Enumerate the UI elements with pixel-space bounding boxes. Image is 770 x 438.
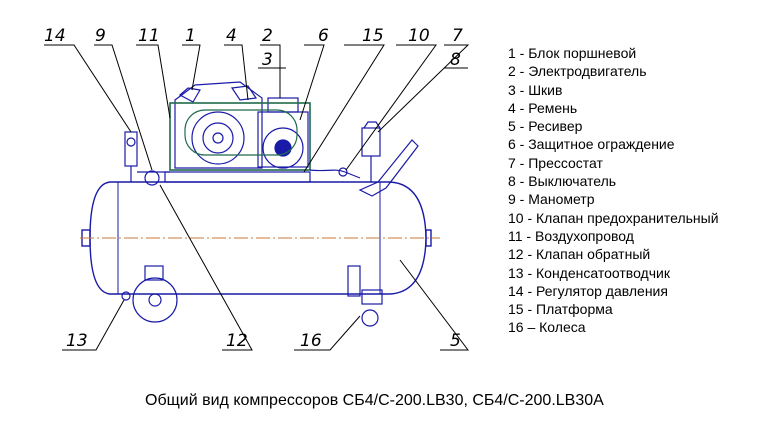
air-pipe [309, 169, 361, 179]
legend-item: 13 - Конденсатоотводчик [508, 264, 670, 281]
legend-item: 12 - Клапан обратный [508, 246, 651, 263]
legend-item: 10 - Клапан предохранительный [508, 209, 719, 226]
callout-5: 5 [450, 331, 461, 351]
belt-guard [169, 102, 311, 171]
legend-item: 2 - Электродвигатель [508, 63, 647, 80]
callout-16: 16 [300, 331, 322, 351]
handle [358, 139, 419, 197]
legend-item: 7 - Прессостат [508, 154, 603, 171]
legend-item: 4 - Ремень [508, 99, 578, 116]
pressure-regulator [124, 131, 138, 182]
legend-item: 6 - Защитное ограждение [508, 136, 675, 153]
legend-item: 8 - Выключатель [508, 173, 617, 190]
safety-valve [338, 167, 348, 177]
manometer [137, 170, 170, 186]
callout-12: 12 [226, 331, 248, 351]
parts-legend: 1 - Блок поршневой 2 - Электродвигатель … [508, 44, 719, 337]
callout-13: 13 [66, 331, 88, 351]
legend-item: 5 - Ресивер [508, 118, 583, 135]
legend-item: 15 - Платформа [508, 301, 613, 318]
callout-9: 9 [95, 26, 106, 46]
compressor-drawing: 14 9 11 1 4 2 3 6 15 10 7 8 13 12 16 5 [44, 26, 470, 351]
callout-2: 2 [262, 26, 273, 46]
callout-3: 3 [262, 50, 273, 70]
callout-4: 4 [226, 26, 237, 46]
figure-caption: Общий вид компрессоров СБ4/С-200.LB30, С… [145, 392, 604, 409]
legend-item: 14 - Регулятор давления [508, 282, 668, 299]
callout-14: 14 [44, 26, 66, 46]
legend-item: 3 - Шкив [508, 81, 563, 98]
legend-item: 9 - Манометр [508, 191, 595, 208]
pressure-switch [361, 121, 381, 182]
piston-block [174, 81, 263, 169]
callout-6: 6 [318, 26, 329, 46]
wheel [121, 265, 178, 323]
callout-15: 15 [362, 26, 384, 46]
support-foot [347, 265, 383, 327]
callout-1: 1 [185, 26, 196, 46]
legend-item: 16 – Колеса [508, 319, 586, 336]
callout-7: 7 [452, 26, 463, 46]
platform [164, 171, 311, 183]
callout-11: 11 [138, 26, 160, 46]
pulley-belt [184, 109, 298, 156]
electric-motor [257, 97, 309, 169]
leader-lines [44, 44, 470, 351]
legend-item: 1 - Блок поршневой [508, 45, 637, 61]
legend-item: 11 - Воздухопровод [508, 227, 634, 244]
callout-10: 10 [408, 26, 430, 46]
callout-8: 8 [450, 50, 461, 70]
